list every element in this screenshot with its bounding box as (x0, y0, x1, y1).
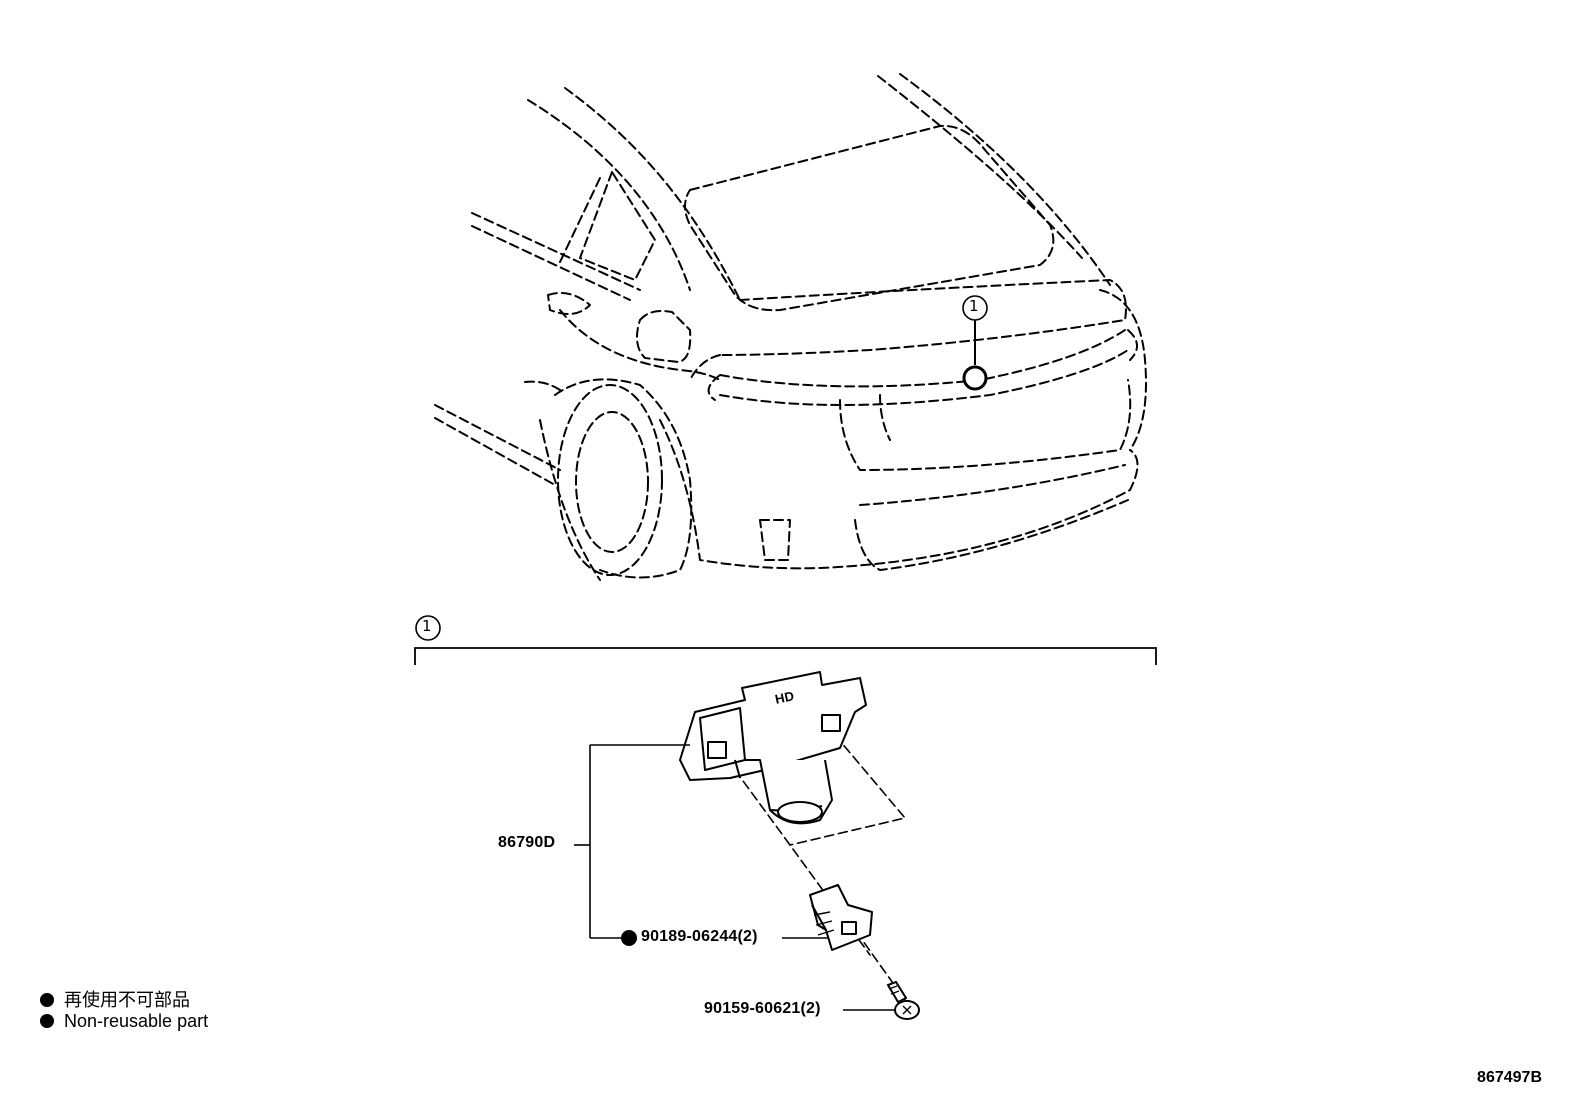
legend-japanese-text: 再使用不可部品 (64, 990, 190, 1010)
legend-english-text: Non-reusable part (64, 1011, 209, 1031)
camera-assembly (679, 671, 867, 825)
car-outline (434, 73, 1147, 581)
legend-dot-icon (40, 1014, 54, 1028)
document-id: 867497B (1477, 1069, 1542, 1086)
legend-english: Non-reusable part (40, 1011, 208, 1032)
callout-number-car: 1 (969, 297, 979, 315)
screw-part (886, 980, 920, 1020)
part-label-screw: 90159-60621(2) (704, 1000, 821, 1017)
callout-number-section: 1 (422, 617, 432, 635)
clip-part (809, 884, 873, 951)
part-label-clip: 90189-06244(2) (641, 928, 758, 945)
non-reusable-dot (621, 930, 637, 946)
part-label-camera: 86790D (498, 834, 556, 851)
legend-japanese: 再使用不可部品 (40, 986, 190, 1012)
callout-marker (962, 295, 988, 391)
section-bracket (414, 615, 1157, 665)
legend-dot-icon (40, 993, 54, 1007)
leader-lines (574, 744, 894, 1011)
